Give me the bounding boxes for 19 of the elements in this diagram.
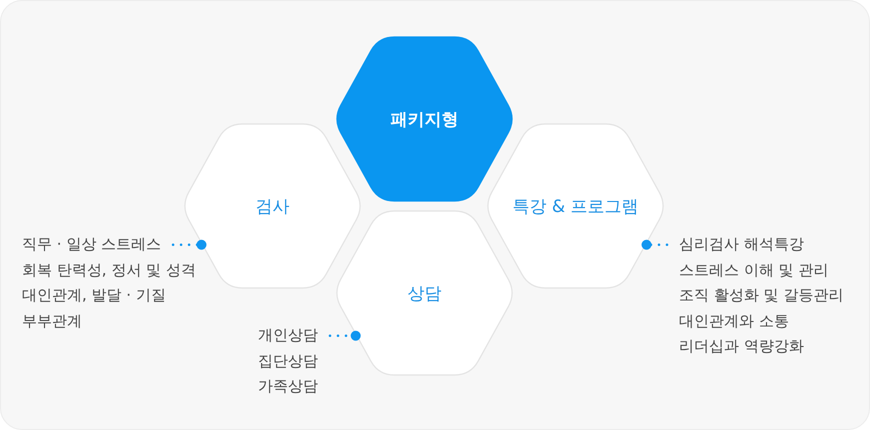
list-item: 심리검사 해석특강	[679, 234, 804, 255]
list-item: 조직 활성화 및 갈등관리	[679, 285, 844, 306]
leader-line	[642, 240, 668, 250]
list-item: 대인관계와 소통	[679, 310, 789, 332]
list-item: 집단상담	[258, 350, 318, 372]
leader-line	[172, 240, 206, 250]
hexagon-label: 검사	[256, 196, 290, 218]
list-item: 직무 · 일상 스트레스	[22, 234, 162, 255]
hexagon-label: 특강 & 프로그램	[512, 196, 639, 218]
list-item: 스트레스 이해 및 관리	[679, 260, 828, 280]
list-item: 리더십과 역량강화	[679, 336, 804, 357]
list-item: 대인관계, 발달 · 기질	[22, 285, 166, 306]
hexagon-label: 패키지형	[390, 108, 458, 130]
list-item: 가족상담	[258, 376, 318, 397]
list-item: 개인상담	[258, 325, 318, 346]
leader-line	[328, 330, 361, 341]
list-item: 부부관계	[22, 310, 82, 332]
list-item: 회복 탄력성, 정서 및 성격	[22, 260, 196, 280]
hexagon-label: 상담	[408, 282, 442, 304]
